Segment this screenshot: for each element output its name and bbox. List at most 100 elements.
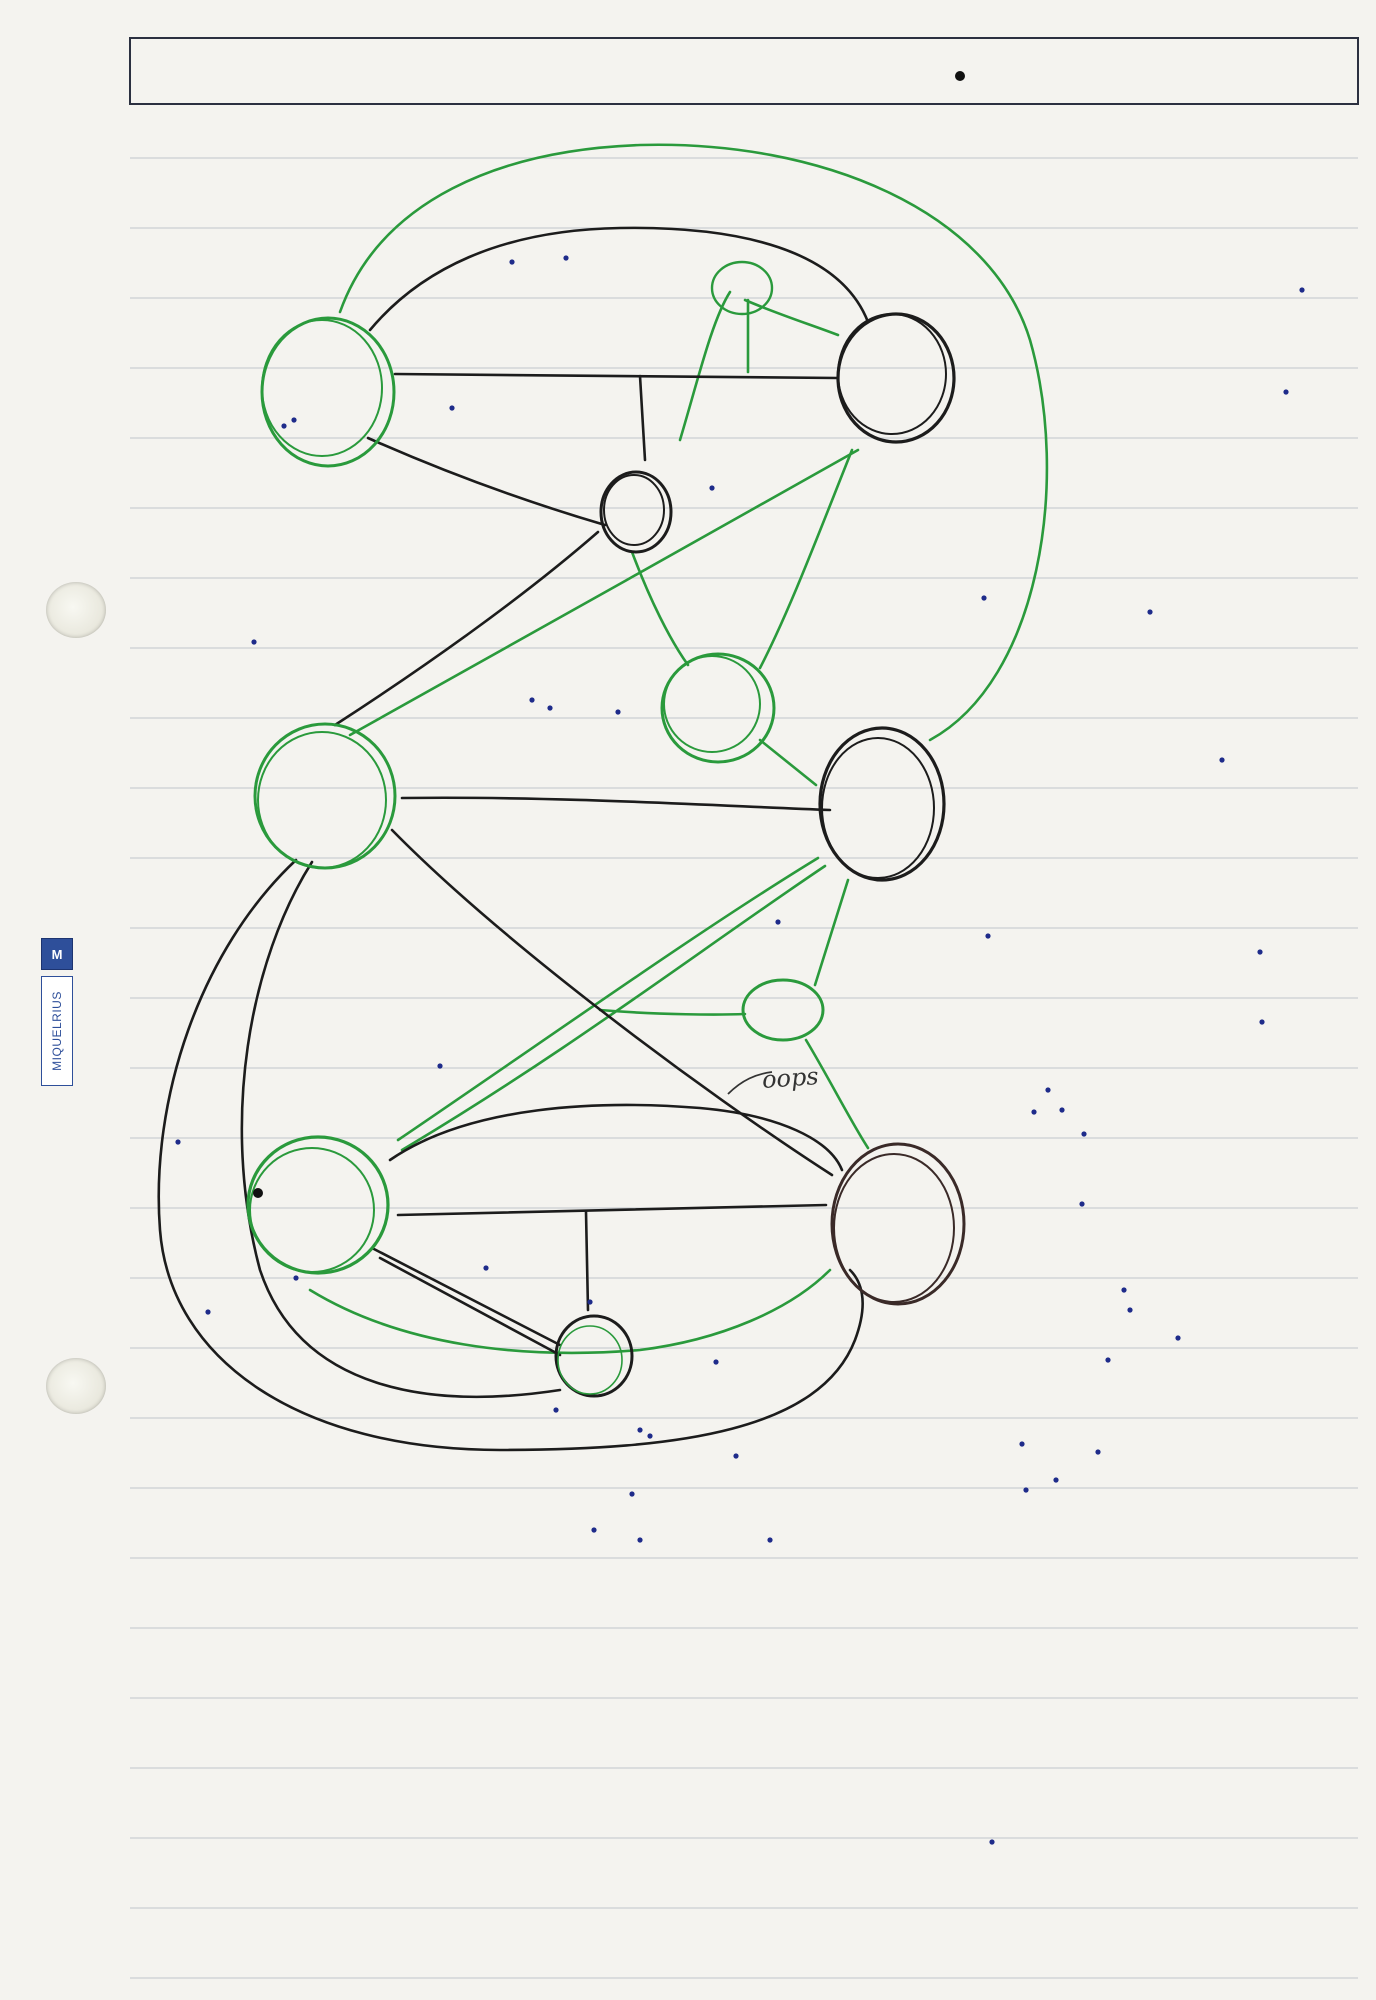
node-j (554, 1314, 634, 1398)
ink-speck (709, 485, 715, 491)
binder-hole-top (46, 582, 106, 638)
ink-specks (175, 255, 1305, 1845)
ink-speck (629, 1491, 635, 1497)
header-box (129, 37, 1359, 105)
ink-speck (251, 639, 257, 645)
ink-speck (1283, 389, 1289, 395)
ink-speck (637, 1427, 643, 1433)
edge-green-g-h-1 (598, 1008, 747, 1016)
brand-name: MIQUELRIUS (50, 991, 64, 1071)
ink-speck (1023, 1487, 1029, 1493)
ink-speck (1031, 1109, 1037, 1115)
ink-speck (1019, 1441, 1025, 1447)
edge-black-a-c (393, 372, 840, 380)
node-h (246, 1135, 390, 1275)
ink-speck (553, 1407, 559, 1413)
brand-logo-icon: M (41, 938, 73, 970)
ink-speck (529, 697, 535, 703)
ink-speck (1105, 1357, 1111, 1363)
edge-green-f-h-1 (396, 856, 820, 1142)
edge-green-g-i (804, 1038, 870, 1150)
node-b (253, 722, 397, 870)
edge-green-a-small (678, 290, 732, 442)
binder-hole-bottom (46, 1358, 106, 1414)
ink-speck (981, 595, 987, 601)
edge-black-x-b (333, 530, 600, 727)
ink-speck (1045, 1087, 1051, 1093)
brand-mark: M MIQUELRIUS (39, 938, 75, 1088)
node-g (741, 978, 825, 1042)
edge-black-b-i (390, 828, 834, 1177)
ink-speck (1147, 609, 1153, 615)
edge-green-c-d (758, 448, 854, 670)
nodes (246, 260, 966, 1398)
edge-green-b-c (348, 448, 860, 737)
edge-black-h-i (396, 1203, 828, 1217)
ink-speck (713, 1359, 719, 1365)
ink-speck (1175, 1335, 1181, 1341)
ruled-lines (130, 157, 1358, 1979)
ink-speck (1079, 1201, 1085, 1207)
node-e (818, 726, 946, 882)
node-d (660, 652, 776, 764)
edge-black-h-j-2 (378, 1256, 562, 1357)
node-small-top (710, 260, 774, 316)
edge-green-h-bottom (308, 1268, 832, 1355)
ink-speck (1095, 1449, 1101, 1455)
ink-speck (293, 1275, 299, 1281)
ink-speck (989, 1839, 995, 1845)
ink-speck (205, 1309, 211, 1315)
edge-black-top-arc (368, 226, 870, 332)
edge-black-b-i-loop (157, 858, 864, 1452)
edge-black-stub-top (638, 374, 647, 462)
edge-green-small-c (743, 298, 840, 337)
edge-green-f-g (813, 878, 850, 987)
ink-speck (483, 1265, 489, 1271)
ink-speck (509, 259, 515, 265)
edge-black-h-i-arc (388, 1103, 844, 1172)
edge-green-d-f (758, 738, 818, 787)
ink-speck (587, 1299, 593, 1305)
ink-speck (547, 705, 553, 711)
node-c (836, 312, 956, 444)
ink-speck (1219, 757, 1225, 763)
oops-arrow (727, 1071, 773, 1095)
ink-speck (647, 1433, 653, 1439)
node-x (599, 470, 673, 554)
ink-speck (1053, 1477, 1059, 1483)
edge-black-a-x (366, 436, 607, 527)
ink-speck (563, 255, 569, 261)
ink-speck (767, 1537, 773, 1543)
ink-speck (281, 423, 287, 429)
edge-black-stub-bottom (584, 1210, 590, 1312)
header-dot (955, 71, 965, 81)
ink-speck (591, 1527, 597, 1533)
edge-black-b-j-loop (240, 860, 562, 1399)
ink-speck (175, 1139, 181, 1145)
edge-green-outer-arc (338, 143, 1049, 742)
ink-speck (437, 1063, 443, 1069)
ink-speck (733, 1453, 739, 1459)
ink-speck (1299, 287, 1305, 293)
brand-name-box: MIQUELRIUS (41, 976, 73, 1086)
ink-speck (1127, 1307, 1133, 1313)
ink-speck (985, 933, 991, 939)
ink-speck (637, 1537, 643, 1543)
ink-speck (615, 709, 621, 715)
black-edges (157, 226, 870, 1452)
edge-black-h-j-1 (370, 1246, 562, 1347)
node-a (260, 316, 396, 468)
ink-speck (1257, 949, 1263, 955)
node-i (830, 1142, 966, 1306)
ink-speck (449, 405, 455, 411)
ink-speck (1259, 1019, 1265, 1025)
ink-speck (1121, 1287, 1127, 1293)
oops-annotation: oops (761, 1062, 820, 1094)
ink-speck (1081, 1131, 1087, 1137)
edge-black-b-e (400, 796, 832, 812)
ink-speck (775, 919, 781, 925)
ink-speck (1059, 1107, 1065, 1113)
edge-green-a-d (630, 550, 690, 667)
edge-green-f-h-2 (400, 864, 827, 1152)
